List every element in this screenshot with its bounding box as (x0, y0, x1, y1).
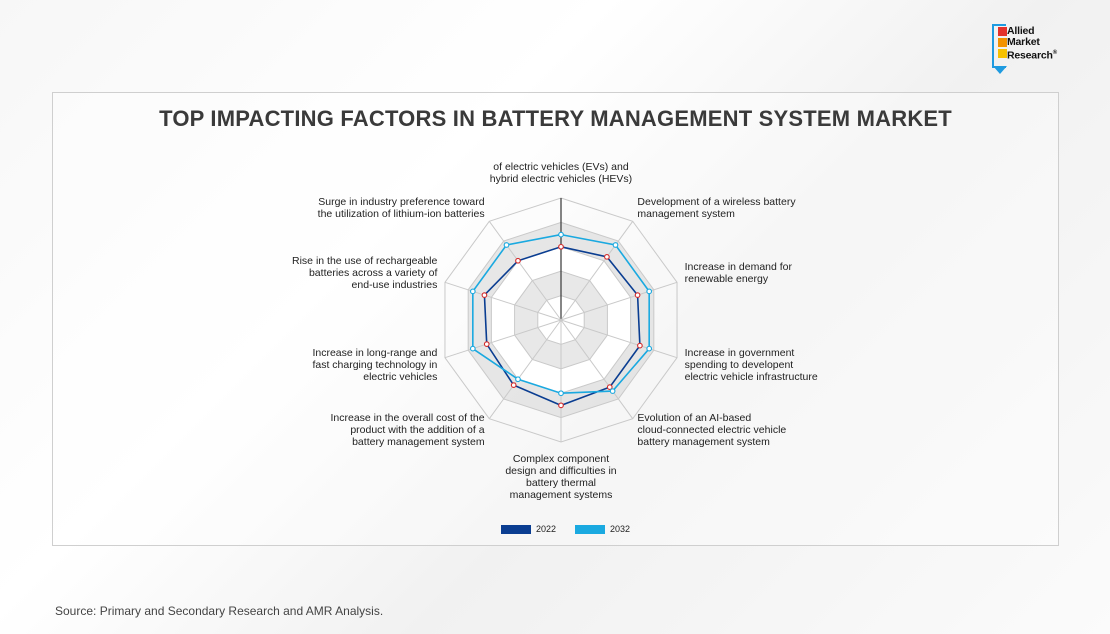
axis-label-4-line-3: electric vehicle infrastructure (685, 371, 818, 383)
point-2032-9 (469, 288, 476, 295)
point-2022-5 (606, 384, 613, 390)
axis-label-9-line-3: end-use industries (352, 279, 438, 291)
logo-line-3: Research (1007, 49, 1053, 62)
source-note: Source: Primary and Secondary Research a… (55, 604, 384, 618)
point-2022-2 (604, 253, 610, 260)
axis-label-8-line-2: fast charging technology in (312, 359, 437, 371)
point-2022-6 (558, 402, 564, 409)
radar-spoke-8 (444, 319, 562, 359)
legend-label-2032: 2032 (610, 524, 631, 534)
logo-tail (993, 66, 1007, 74)
axis-label-4-line-1: Increase in government (685, 347, 795, 359)
axis-label-10-line-1: Surge in industry preference toward (318, 196, 484, 208)
point-2032-4 (646, 345, 653, 352)
axis-label-2-line-1: Development of a wireless battery (637, 196, 796, 208)
point-2032-2 (612, 242, 619, 248)
legend-swatch-2022 (501, 524, 531, 534)
axis-label-6-line-2: design and difficulties in (505, 465, 616, 477)
logo-square-red (998, 27, 1007, 36)
point-2022-1 (558, 243, 564, 250)
logo-square-yellow (998, 49, 1007, 58)
logo-square-orange (998, 38, 1007, 47)
radar-spoke-3 (560, 281, 678, 321)
axis-label-5-line-1: Evolution of an AI-based (637, 412, 751, 424)
axis-label-9-line-1: Rise in the use of rechargeable (292, 255, 437, 267)
legend-swatch-2032 (575, 524, 605, 534)
axis-label-3-line-1: Increase in demand for (685, 261, 793, 273)
logo-line-1: Allied (1007, 25, 1035, 37)
point-2032-5 (609, 388, 616, 394)
axis-label-5-line-2: cloud-connected electric vehicle (637, 424, 786, 436)
legend-item-2032: 2032 (575, 524, 630, 534)
axis-label-6-line-1: Complex component (513, 453, 609, 465)
point-2032-1 (558, 231, 564, 238)
axis-label-6-line-3: battery thermal (526, 477, 596, 489)
radar-spoke-2 (560, 221, 634, 321)
chart-title: TOP IMPACTING FACTORS IN BATTERY MANAGEM… (159, 106, 952, 131)
point-2022-4 (637, 342, 643, 349)
axis-label-9-line-2: batteries across a variety of (309, 267, 437, 279)
logo-registered-mark: ® (1052, 50, 1057, 56)
axis-label-2-line-2: management system (637, 208, 735, 220)
axis-label-5-line-3: battery management system (637, 436, 770, 448)
axis-label-6-line-4: management systems (510, 489, 613, 501)
axis-label-10-line-2: the utilization of lithium-ion batteries (318, 208, 485, 220)
logo-text: Allied Market Research® (1007, 26, 1057, 62)
radar-spoke-4 (560, 319, 678, 359)
point-2032-8 (469, 345, 476, 352)
point-2032-7 (515, 376, 521, 383)
axis-label-7-line-1: Increase in the overall cost of the (330, 412, 484, 424)
radar-spoke-10 (488, 221, 562, 321)
point-2022-7 (510, 382, 517, 388)
point-2032-6 (558, 390, 564, 397)
axis-label-4-line-2: spending to developent (685, 359, 794, 371)
axis-label-1-line-1: of electric vehicles (EVs) and (493, 161, 629, 173)
point-2022-8 (483, 341, 490, 347)
axis-label-8-line-1: Increase in long-range and (312, 347, 437, 359)
radar-spoke-5 (560, 319, 634, 419)
point-2032-3 (646, 288, 653, 295)
logo-line-2: Market (1007, 36, 1040, 48)
axis-label-8-line-3: electric vehicles (363, 371, 437, 383)
axis-label-7-line-3: battery management system (352, 436, 485, 448)
axis-label-3-line-2: renewable energy (685, 273, 769, 285)
point-2022-9 (481, 292, 488, 298)
legend-label-2022: 2022 (536, 524, 557, 534)
legend-item-2022: 2022 (501, 524, 556, 534)
axis-label-7-line-2: product with the addition of a (350, 424, 484, 436)
radar-spoke-7 (488, 319, 562, 419)
point-2032-10 (503, 242, 510, 248)
axis-label-1-line-2: hybrid electric vehicles (HEVs) (490, 173, 632, 185)
radar-spoke-9 (444, 281, 562, 321)
point-2022-3 (634, 292, 641, 298)
point-2022-10 (515, 257, 521, 264)
allied-market-research-logo: Allied Market Research® (990, 22, 1090, 76)
